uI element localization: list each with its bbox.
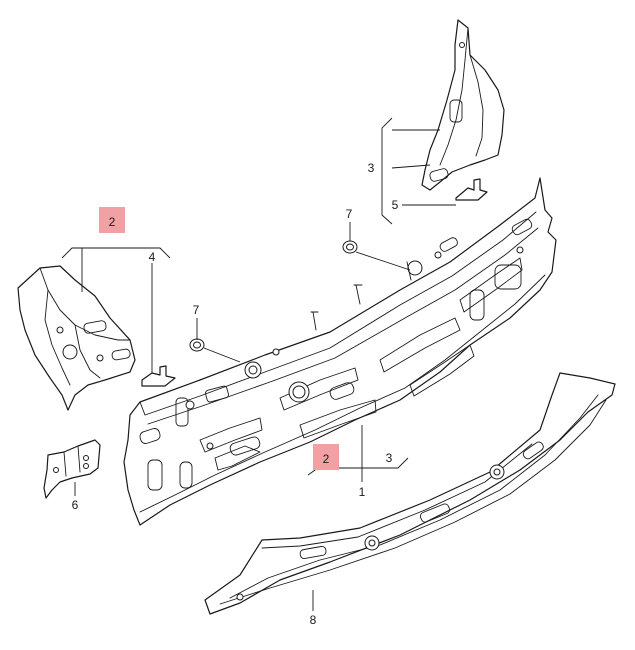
part-7-grommet-right	[342, 240, 358, 254]
highlight-box-upper	[99, 207, 125, 233]
part-6-bracket	[43, 439, 101, 499]
part-2-side-member	[17, 265, 136, 411]
callout-7-right[interactable]: 7	[346, 207, 353, 221]
callout-5[interactable]: 5	[392, 198, 399, 212]
callout-6[interactable]: 6	[72, 498, 79, 512]
callout-3-lower[interactable]: 3	[386, 451, 393, 465]
part-4-bracket	[141, 365, 176, 387]
callout-1[interactable]: 1	[359, 485, 366, 499]
part-7-grommet-left	[189, 338, 205, 352]
callout-2-lower[interactable]: 2	[323, 452, 330, 466]
callout-2-upper[interactable]: 2	[109, 215, 116, 229]
callout-8[interactable]: 8	[310, 613, 317, 627]
callout-labels: 2 4 7 7 3 5 2 3 1 6 8	[72, 161, 399, 627]
part-5-bracket	[455, 178, 488, 201]
callout-3-right[interactable]: 3	[368, 161, 375, 175]
highlight-box-lower	[313, 444, 339, 470]
part-8-lower-trim	[204, 372, 616, 615]
part-3-side-member-right	[421, 19, 505, 191]
callout-4[interactable]: 4	[149, 250, 156, 264]
part-1-rear-panel	[123, 177, 557, 526]
leader-lines	[61, 117, 456, 611]
callout-7-left[interactable]: 7	[193, 303, 200, 317]
